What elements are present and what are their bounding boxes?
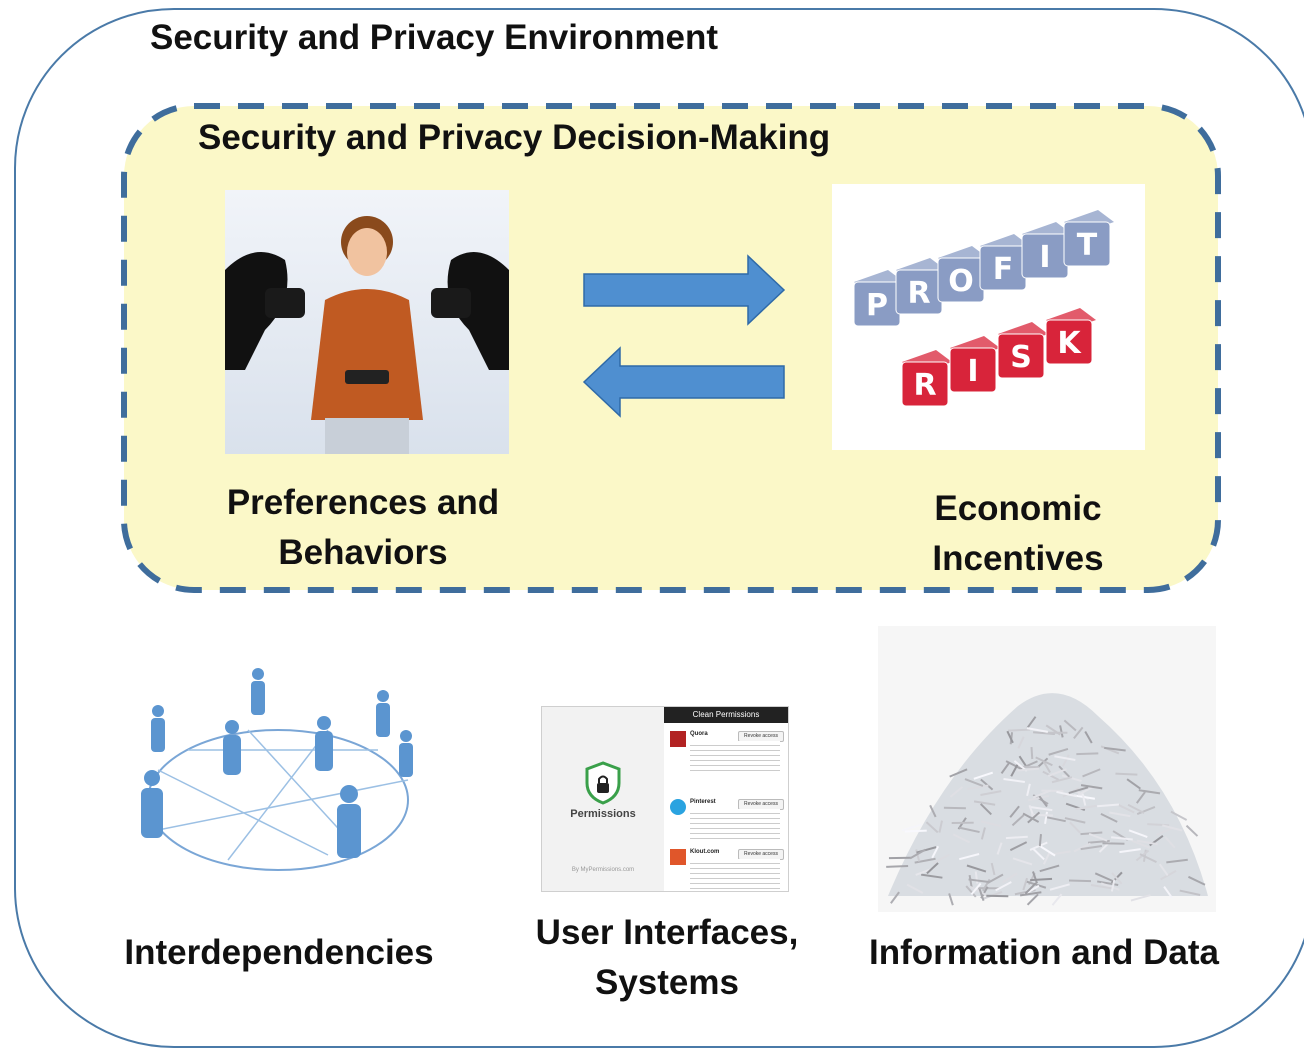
list-item[interactable]: Pinterest Revoke access — [668, 797, 786, 841]
app-name: Pinterest — [690, 799, 716, 805]
user-interfaces-picture: Permissions By MyPermissions.com Clean P… — [541, 706, 789, 892]
svg-text:O: O — [948, 264, 974, 299]
paper-strip — [1147, 824, 1169, 825]
paper-strip — [902, 825, 921, 831]
boy-phone — [345, 370, 389, 384]
svg-text:P: P — [866, 288, 888, 323]
quora-icon — [670, 731, 686, 747]
app-description — [690, 741, 780, 771]
user-interfaces-label-line1: User Interfaces, — [516, 908, 818, 958]
svg-text:T: T — [1077, 228, 1098, 263]
people-network — [128, 650, 434, 900]
interdependencies-picture — [128, 650, 434, 900]
boy-face — [347, 228, 387, 276]
permissions-label: Permissions — [542, 808, 664, 820]
permissions-splash: Permissions By MyPermissions.com — [542, 707, 664, 891]
permissions-title-bar: Clean Permissions — [664, 707, 788, 723]
svg-text:R: R — [907, 276, 930, 311]
svg-text:R: R — [913, 368, 936, 403]
paper-strip — [1032, 747, 1033, 759]
paper-strip — [886, 866, 908, 867]
letter-block-r: R — [902, 350, 952, 406]
boy-jeans — [325, 418, 409, 454]
app-description — [690, 809, 780, 839]
network-ring — [148, 730, 408, 870]
incentives-label-line2: Incentives — [900, 534, 1136, 584]
incentives-label-line1: Economic — [900, 484, 1136, 534]
right-camera — [431, 288, 471, 318]
app-name: Quora — [690, 731, 708, 737]
paper-strip — [1008, 730, 1030, 731]
network-links — [158, 730, 408, 860]
app-description — [690, 859, 780, 889]
letter-block-t: T — [1064, 210, 1114, 266]
information-picture — [878, 626, 1216, 912]
svg-text:I: I — [1039, 240, 1050, 275]
interdependencies-label: Interdependencies — [104, 928, 454, 978]
shield-lock-icon — [542, 707, 664, 807]
svg-text:K: K — [1057, 326, 1082, 361]
twitter-bird-icon — [670, 799, 686, 815]
preferences-label-line1: Preferences and — [212, 478, 514, 528]
paper-strip — [1076, 753, 1098, 754]
permissions-list: Clean Permissions Quora Revoke access Pi… — [664, 707, 788, 891]
paper-strip — [1186, 826, 1197, 836]
app-name: Klout.com — [690, 849, 719, 855]
decision-making-title: Security and Privacy Decision-Making — [198, 118, 830, 158]
incentives-label: Economic Incentives — [900, 484, 1136, 584]
svg-text:S: S — [1010, 340, 1032, 375]
boy-illustration — [225, 190, 509, 454]
user-interfaces-label-line2: Systems — [516, 958, 818, 1008]
paper-strip — [1031, 815, 1053, 816]
letter-block-i: I — [950, 336, 1000, 392]
paper-strip — [905, 831, 927, 832]
svg-text:F: F — [993, 252, 1014, 287]
information-label: Information and Data — [848, 928, 1240, 978]
preferences-label: Preferences and Behaviors — [212, 478, 514, 578]
paper-strip — [1030, 879, 1052, 880]
letter-block-k: K — [1046, 308, 1096, 364]
klout-icon — [670, 849, 686, 865]
preferences-label-line2: Behaviors — [212, 528, 514, 578]
letter-block-s: S — [998, 322, 1048, 378]
boy-sweater — [311, 289, 423, 420]
svg-text:I: I — [967, 354, 978, 389]
paper-strip — [1040, 834, 1041, 846]
shredded-paper-pile — [878, 626, 1216, 912]
left-camera — [265, 288, 305, 318]
preferences-picture — [225, 190, 509, 454]
list-item[interactable]: Quora Revoke access — [668, 729, 786, 773]
list-item[interactable]: Klout.com Revoke access — [668, 847, 786, 891]
paper-strip — [986, 896, 1008, 897]
paper-strip — [1102, 843, 1124, 844]
permissions-title: Clean Permissions — [693, 710, 760, 719]
user-interfaces-label: User Interfaces, Systems — [516, 908, 818, 1008]
paper-strip — [1115, 774, 1137, 775]
permissions-footer: By MyPermissions.com — [542, 867, 664, 873]
paper-strip — [1069, 880, 1091, 881]
environment-title: Security and Privacy Environment — [150, 18, 718, 58]
